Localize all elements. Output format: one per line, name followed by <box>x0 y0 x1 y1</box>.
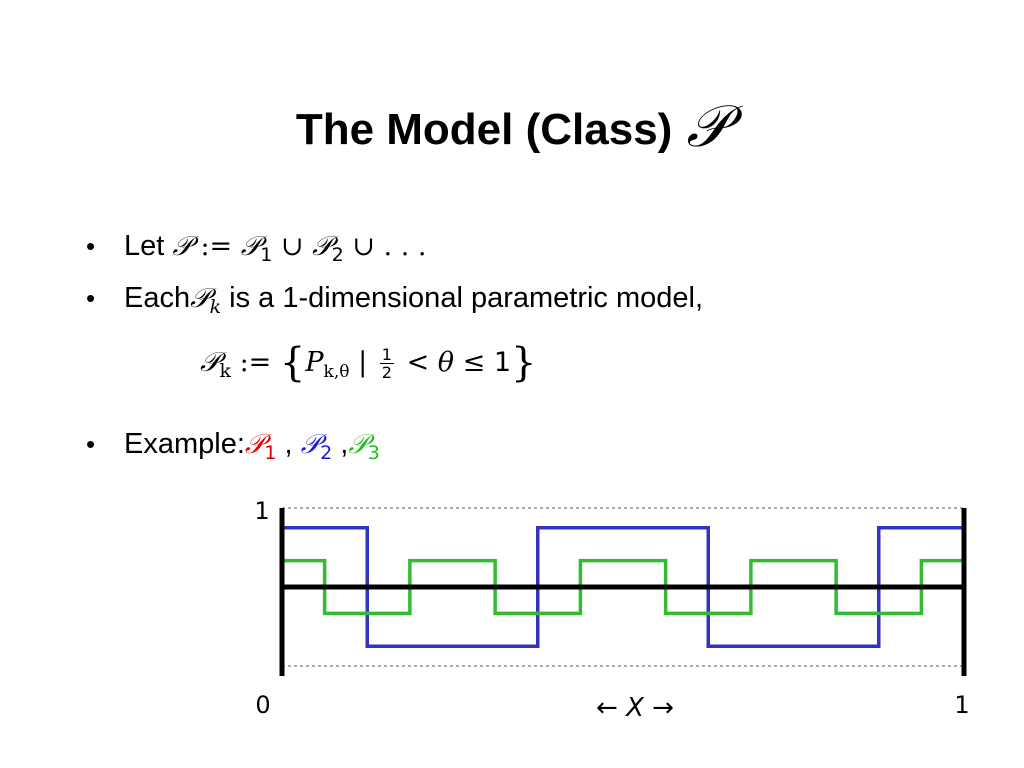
example-p1: 𝒫1 <box>244 429 277 464</box>
bullet-let: • Let 𝒫 := 𝒫1 ∪ 𝒫2 ∪ . . . <box>86 230 426 266</box>
x-tick-label: 0 <box>255 691 270 719</box>
y-tick-label: 1 <box>254 497 269 525</box>
slide-title: The Model (Class) 𝒫 <box>0 92 1024 161</box>
bullet-each: • Each𝒫k is a 1-dimensional parametric mo… <box>86 282 703 318</box>
bullet-dot: • <box>86 231 96 261</box>
x-axis-label: ← X → <box>596 693 674 723</box>
example-label: Example: <box>124 428 245 460</box>
each-text: is a 1-dimensional parametric model, <box>229 282 704 314</box>
series-line-2 <box>282 558 964 616</box>
union-definition: 𝒫 := 𝒫1 ∪ 𝒫2 ∪ . . . <box>172 231 427 266</box>
each-label: Each <box>124 282 191 314</box>
title-symbol: 𝒫 <box>686 92 729 160</box>
bullet-dot: • <box>86 283 96 313</box>
example-p2: 𝒫2 <box>300 429 333 464</box>
comma: , <box>340 428 349 460</box>
x-tick-label: 1 <box>954 691 969 719</box>
title-text: The Model (Class) <box>295 105 673 154</box>
bullet-example: •Example:𝒫1 , 𝒫2 ,𝒫3 <box>86 428 380 464</box>
let-label: Let <box>124 230 165 262</box>
example-p3: 𝒫3 <box>348 429 380 464</box>
comma: , <box>284 428 293 460</box>
bullet-dot: • <box>86 429 96 459</box>
pk-symbol: 𝒫k <box>190 283 222 318</box>
